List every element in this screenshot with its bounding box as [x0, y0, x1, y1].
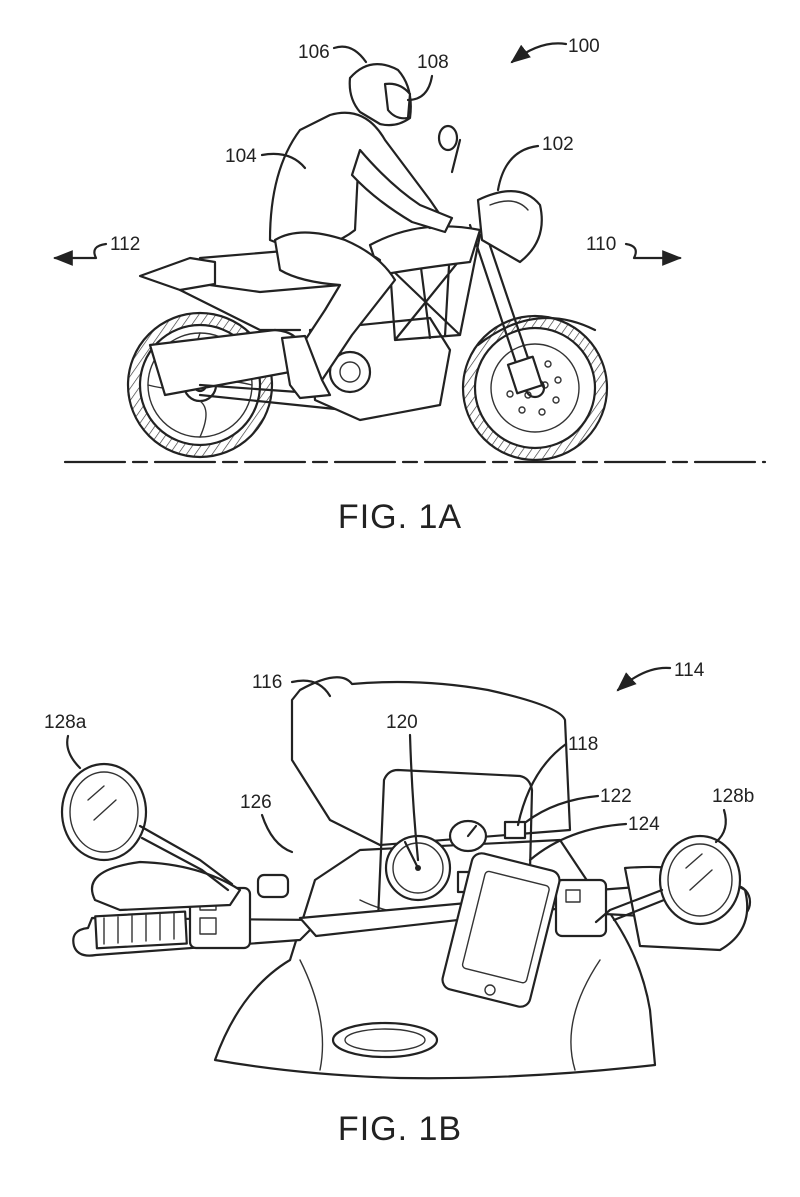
leader-124 [528, 822, 628, 862]
leader-118 [516, 742, 568, 827]
ref-128b: 128b [712, 786, 754, 807]
handlebar-drawing [60, 676, 752, 1080]
caption-fig-1b: FIG. 1B [338, 1110, 462, 1148]
ref-114: 114 [674, 660, 705, 681]
ref-124: 124 [628, 814, 660, 835]
ref-104: 104 [225, 146, 257, 167]
motorcycle-drawing [126, 62, 609, 462]
leader-128a [66, 734, 82, 770]
caption-fig-1a: FIG. 1A [338, 498, 462, 536]
leader-100 [510, 42, 568, 64]
ref-120: 120 [386, 712, 418, 733]
ref-122: 122 [600, 786, 632, 807]
leader-114 [616, 666, 672, 692]
figure-1b: 116 114 128a 120 118 122 126 124 128b FI… [44, 660, 754, 1148]
leader-122 [524, 794, 600, 824]
ref-112: 112 [110, 234, 140, 255]
leader-104 [260, 152, 307, 170]
ref-100: 100 [568, 36, 600, 57]
figure-1a: 106 108 100 104 102 112 110 FIG. 1A [53, 36, 767, 536]
ref-128a: 128a [44, 712, 87, 733]
arrow-110 [624, 242, 682, 266]
ref-108: 108 [417, 52, 449, 73]
arrow-112 [53, 242, 108, 266]
leader-128b [714, 808, 727, 844]
ref-102: 102 [542, 134, 574, 155]
leader-108 [406, 74, 434, 102]
leader-116 [290, 679, 332, 698]
leader-106 [332, 45, 368, 64]
ref-116: 116 [252, 672, 282, 693]
leader-102 [496, 144, 540, 192]
leader-120 [408, 733, 420, 862]
ref-110: 110 [586, 234, 616, 255]
ref-118: 118 [568, 734, 598, 755]
ref-106: 106 [298, 42, 330, 63]
leader-126 [260, 813, 294, 854]
ref-126: 126 [240, 792, 272, 813]
